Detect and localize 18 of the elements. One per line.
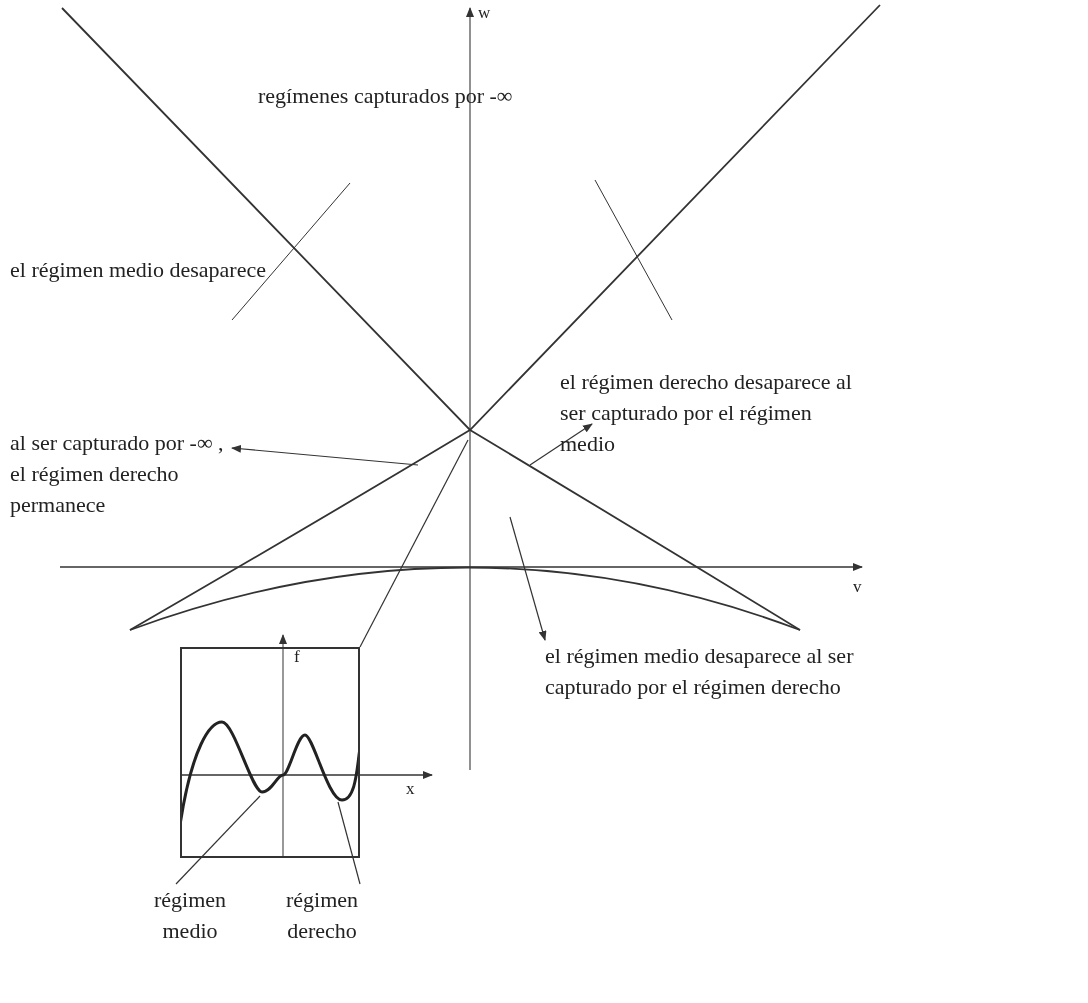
annotation-text: régimen medio (140, 884, 240, 946)
axis-label: x (406, 780, 415, 798)
axis-label: w (478, 4, 491, 22)
inset-plot-drawing (180, 647, 360, 858)
annotation-text: el régimen medio desaparece al ser capturado por el régimen derecho (545, 640, 945, 702)
annotation-text: al ser capturado por -∞ , el régimen derecho permanece (10, 427, 232, 520)
leader-line (359, 439, 469, 648)
arrow (509, 516, 547, 641)
region-label: regímenes capturados por -∞ (258, 82, 513, 110)
arrow (529, 423, 593, 466)
annotation-text: el régimen derecho desaparece al ser capturado por el régimen medio (560, 366, 860, 459)
leader-line (337, 801, 361, 885)
axis-label: v (853, 578, 862, 596)
arrow (231, 444, 419, 466)
leader-line (175, 795, 261, 885)
annotation-text: el régimen medio desaparece (10, 256, 266, 284)
annotation-text: régimen derecho (262, 884, 382, 946)
axis-label: f (294, 648, 300, 666)
